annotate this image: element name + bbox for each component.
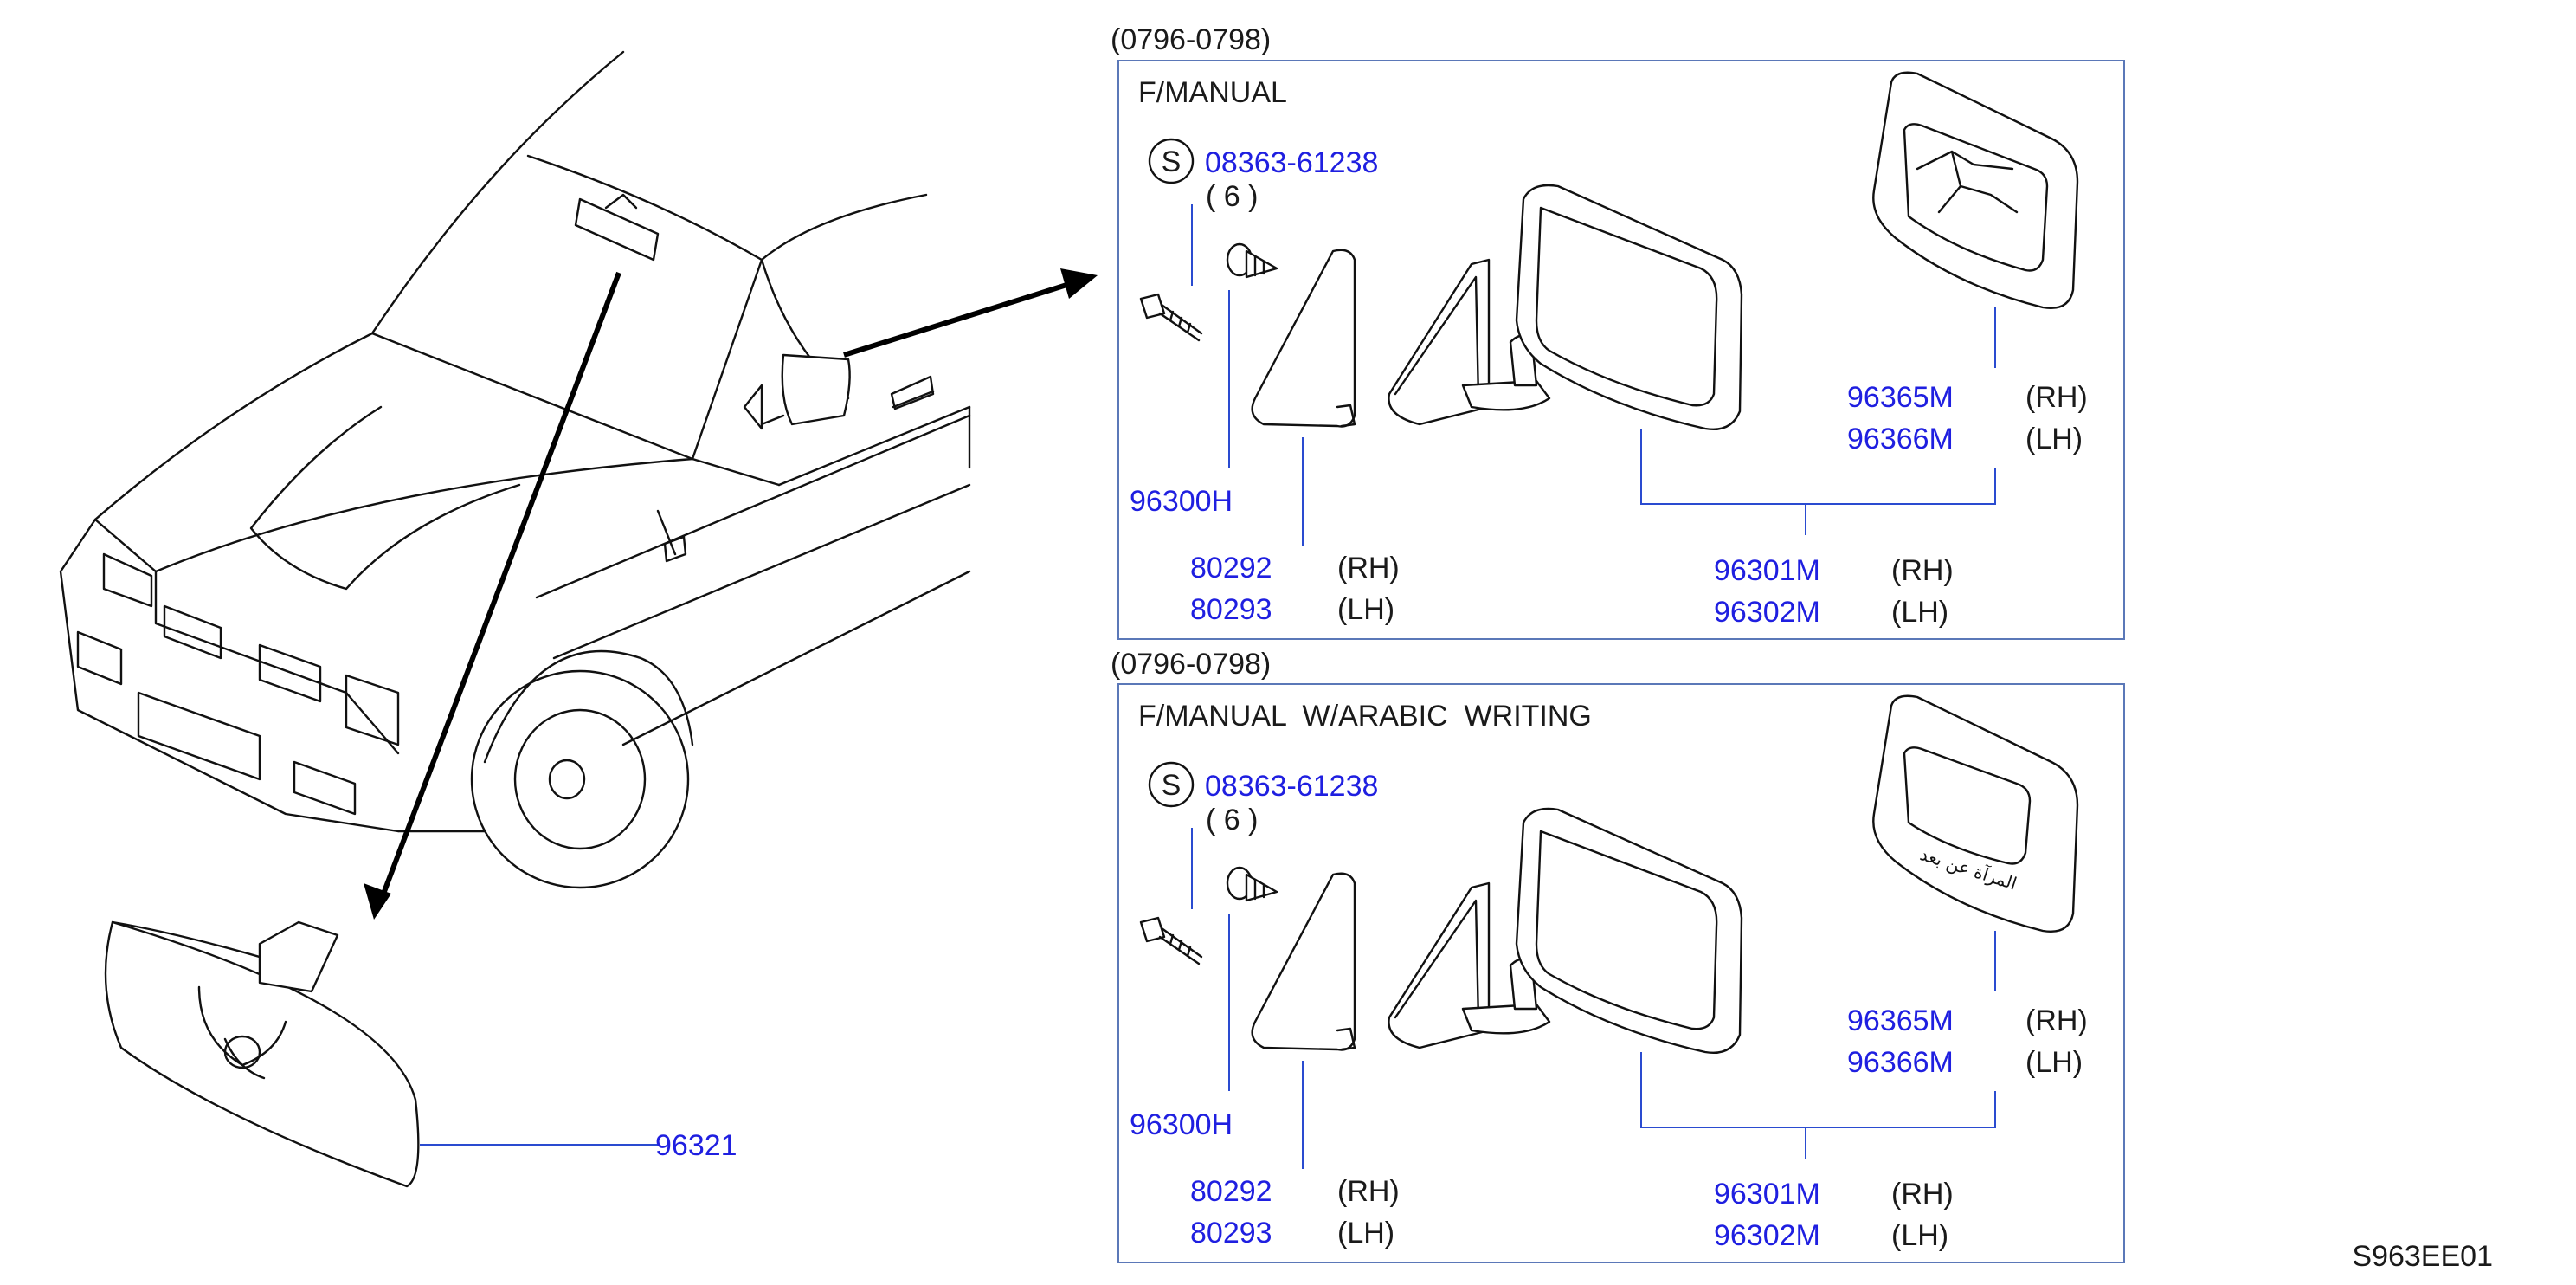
panel2-screw-symbol-circle	[1148, 761, 1195, 808]
panel1-door-mirror-illustration	[1388, 184, 1743, 430]
panel1-lh-96302M: (LH)	[1891, 596, 1948, 629]
truck-illustration	[59, 50, 971, 889]
part-number-96321[interactable]: 96321	[655, 1129, 737, 1162]
panel2-screw-qty: ( 6 )	[1206, 804, 1258, 836]
panel1-part-96302M[interactable]: 96302M	[1714, 596, 1820, 629]
panel2-mirror-glass-illustration	[1872, 694, 2079, 933]
panel1-spec: F/MANUAL	[1138, 76, 1287, 109]
panel1-part-08363-61238[interactable]: 08363-61238	[1205, 146, 1378, 179]
panel1-lh-96366M: (LH)	[2025, 423, 2083, 455]
panel1-screw-symbol: S	[1162, 145, 1182, 178]
panel1-part-96300H[interactable]: 96300H	[1130, 485, 1233, 518]
panel1-screw-qty: ( 6 )	[1206, 180, 1258, 213]
panel2-door-mirror-illustration	[1388, 807, 1743, 1054]
panel2-rh-96301M: (RH)	[1891, 1178, 1954, 1211]
panel1-part-96365M[interactable]: 96365M	[1847, 381, 1954, 414]
panel2-part-96300H[interactable]: 96300H	[1130, 1108, 1233, 1141]
panel2-lh-96366M: (LH)	[2025, 1046, 2083, 1079]
panel2-part-80292[interactable]: 80292	[1190, 1175, 1272, 1208]
panel1-mirror-glass-illustration	[1872, 71, 2079, 309]
panel1-rh-96365M: (RH)	[2025, 381, 2088, 414]
panel2-rh-96365M: (RH)	[2025, 1004, 2088, 1037]
panel2-clip-illustration	[1226, 866, 1278, 902]
diagram-ref-code: S963EE01	[2352, 1240, 2493, 1273]
panel1-box	[1117, 60, 2125, 640]
panel2-cover-tab	[1336, 1027, 1356, 1051]
panel1-screw-symbol-circle	[1148, 138, 1195, 184]
panel2-part-08363-61238[interactable]: 08363-61238	[1205, 770, 1378, 803]
panel2-rh-80292: (RH)	[1337, 1175, 1400, 1208]
panel1-part-80293[interactable]: 80293	[1190, 593, 1272, 626]
panel1: F/MANUAL S 08363-61238 ( 6 ) 96300H 8029…	[1117, 60, 2125, 640]
pointer-arrows	[364, 268, 1098, 920]
panel2-cover-illustration	[1251, 872, 1356, 1051]
panel1-rh-96301M: (RH)	[1891, 554, 1954, 587]
panel2-part-96365M[interactable]: 96365M	[1847, 1004, 1954, 1037]
panel2-part-96301M[interactable]: 96301M	[1714, 1178, 1820, 1211]
panel2-part-96366M[interactable]: 96366M	[1847, 1046, 1954, 1079]
panel1-leader-mirror	[1640, 429, 1996, 505]
panel1-rh-80292: (RH)	[1337, 552, 1400, 584]
panel2-period: (0796-0798)	[1111, 648, 1271, 681]
panel2-box	[1117, 683, 2125, 1263]
panel1-lh-80293: (LH)	[1337, 593, 1394, 626]
panel2-part-96302M[interactable]: 96302M	[1714, 1219, 1820, 1252]
panel2-part-80293[interactable]: 80293	[1190, 1217, 1272, 1249]
panel1-clip-illustration	[1226, 242, 1278, 279]
panel2: F/MANUAL W/ARABIC WRITING S 08363-61238 …	[1117, 683, 2125, 1263]
panel1-period: (0796-0798)	[1111, 23, 1271, 56]
panel1-cover-illustration	[1251, 249, 1356, 428]
panel2-leader-mirror	[1640, 1052, 1996, 1128]
panel2-lh-96302M: (LH)	[1891, 1219, 1948, 1252]
panel2-spec: F/MANUAL W/ARABIC WRITING	[1138, 700, 1592, 733]
inside-mirror-illustration	[104, 920, 420, 1188]
panel1-screw-illustration	[1139, 293, 1203, 342]
panel1-part-96301M[interactable]: 96301M	[1714, 554, 1820, 587]
panel1-part-96366M[interactable]: 96366M	[1847, 423, 1954, 455]
panel1-cover-tab	[1336, 404, 1356, 428]
panel2-screw-illustration	[1139, 916, 1203, 965]
panel2-lh-80293: (LH)	[1337, 1217, 1394, 1249]
panel1-part-80292[interactable]: 80292	[1190, 552, 1272, 584]
panel2-screw-symbol: S	[1162, 769, 1182, 802]
